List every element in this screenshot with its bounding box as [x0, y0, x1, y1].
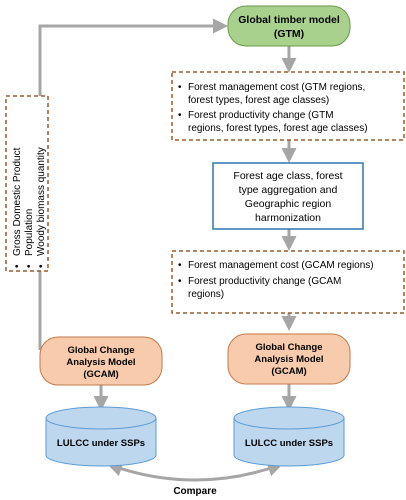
- input-gdp: Gross Domestic Product: [12, 147, 23, 256]
- gtm-productivity-line2: regions, forest types, forest age classe…: [188, 123, 368, 134]
- gtm-cost-line2: forest types, forest age classes): [188, 95, 329, 106]
- input-woody-biomass: Woody biomass quantity: [36, 147, 47, 256]
- bullet-icon: •: [178, 82, 182, 93]
- harmonization-line4: harmonization: [255, 212, 321, 224]
- lulcc-right-node: LULCC under SSPs: [233, 406, 345, 467]
- gcam-outputs-node: • Forest management cost (GCAM regions) …: [171, 250, 405, 314]
- gcam-productivity-line2: regions): [188, 289, 224, 300]
- input-population: Population: [24, 209, 35, 256]
- compare-arrow: [107, 461, 283, 482]
- gtm-label-line2: (GTM): [274, 28, 304, 40]
- gcam-left-line2: Analysis Model: [66, 357, 135, 368]
- gcam-outputs-box: [171, 250, 405, 314]
- lulcc-left-node: LULCC under SSPs: [45, 406, 157, 467]
- bullet-icon: •: [178, 110, 182, 121]
- harmonization-node: Forest age class, forest type aggregatio…: [212, 162, 364, 230]
- bullet-icon: •: [24, 264, 35, 268]
- bullet-icon: •: [178, 260, 182, 271]
- gtm-cost-line1: Forest management cost (GTM regions,: [188, 82, 365, 93]
- harmonization-line3: Geographic region: [245, 198, 332, 210]
- lulcc-right-cylinder-top: [233, 406, 345, 430]
- bullet-icon: •: [36, 264, 47, 268]
- gcam-right-box: [227, 333, 351, 385]
- gcam-cost-line1: Forest management cost (GCAM regions): [188, 260, 374, 271]
- lulcc-right-label: LULCC under SSPs: [245, 438, 333, 449]
- lulcc-left-cylinder-body: [45, 417, 157, 467]
- lulcc-right-cylinder-body: [233, 417, 345, 467]
- harmonization-box: [212, 162, 364, 230]
- arrow-gcam-to-gtm: [38, 18, 228, 350]
- gcam-left-line1: Global Change: [67, 345, 134, 356]
- gcam-right-line3: (GCAM): [271, 366, 306, 377]
- gtm-productivity-line1: Forest productivity change (GTM: [188, 110, 334, 121]
- bullet-icon: •: [12, 264, 23, 268]
- gcam-right-line2: Analysis Model: [254, 354, 323, 365]
- gtm-node: Global timber model (GTM): [227, 5, 351, 47]
- compare-label: Compare: [173, 486, 217, 497]
- gcam-productivity-line1: Forest productivity change (GCAM: [188, 276, 341, 287]
- gcam-left-line3: (GCAM): [83, 369, 118, 380]
- harmonization-line2: type aggregation and: [239, 184, 338, 196]
- gtm-outputs-node: • Forest management cost (GTM regions, f…: [171, 71, 405, 141]
- left-inputs-node: • Gross Domestic Product • Population • …: [5, 95, 49, 272]
- bullet-icon: •: [178, 276, 182, 287]
- left-inputs-box: [5, 95, 49, 272]
- gcam-right-line1: Global Change: [255, 342, 322, 353]
- lulcc-left-cylinder-top: [45, 406, 157, 430]
- gtm-box: [227, 5, 351, 47]
- lulcc-left-label: LULCC under SSPs: [57, 438, 145, 449]
- gtm-label-line1: Global timber model: [238, 14, 340, 26]
- harmonization-line1: Forest age class, forest: [233, 170, 342, 182]
- gcam-left-box: [39, 336, 163, 386]
- gcam-left-node: Global Change Analysis Model (GCAM): [39, 336, 163, 386]
- gtm-outputs-box: [171, 71, 405, 141]
- gcam-right-node: Global Change Analysis Model (GCAM): [227, 333, 351, 385]
